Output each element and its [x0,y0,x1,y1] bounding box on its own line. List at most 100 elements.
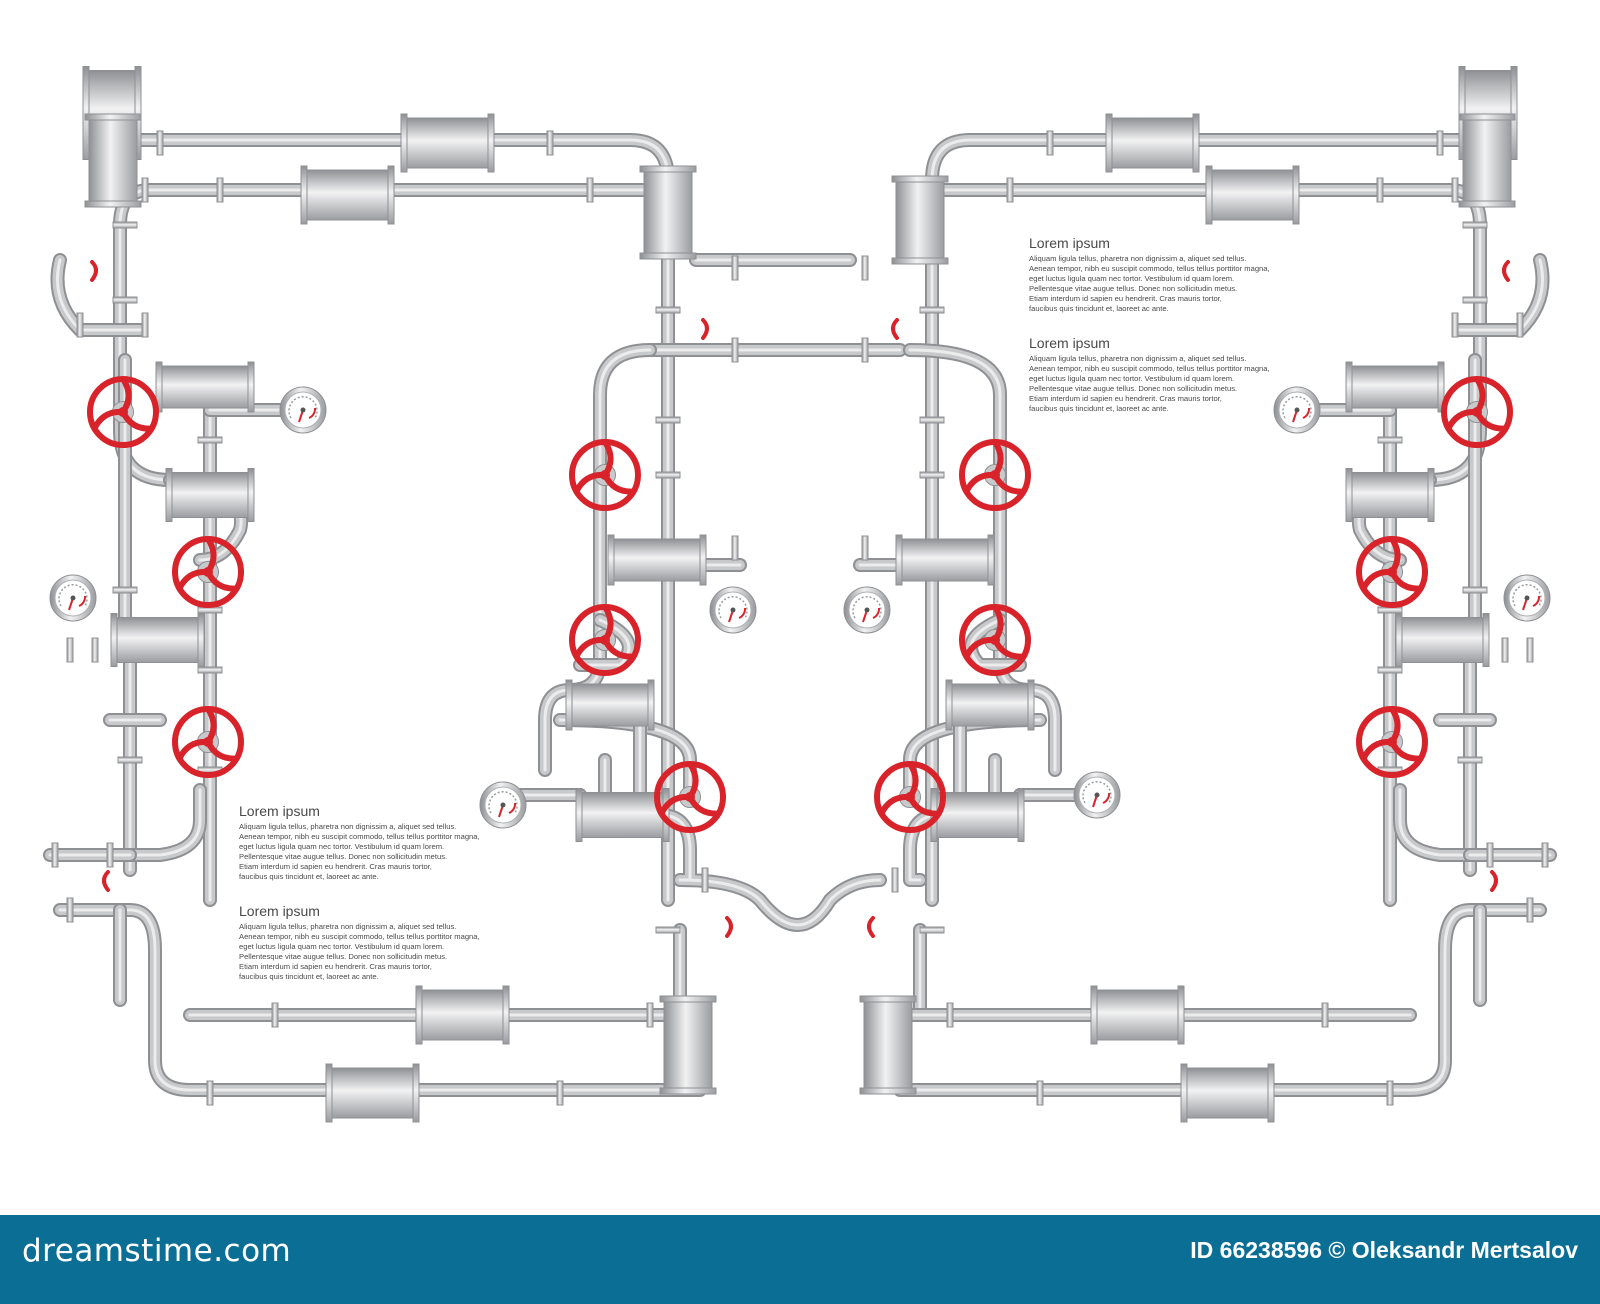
text-line: Etiam interdum id sapien eu hendrerit. C… [1029,394,1222,403]
pipe-segment [113,783,207,862]
pipe-flange [946,1002,954,1028]
valve-wheel [654,761,726,833]
pipe-flange [731,337,739,363]
pipe-flange [1462,586,1488,594]
pipe-flange [51,842,59,868]
site-logo[interactable]: dreamstime.com [22,1233,292,1269]
text-line: eget luctus ligula quam nec tortor. Vest… [239,942,445,951]
pipe-flange [66,637,74,663]
valve-group [87,260,1513,938]
valve-handle [1502,260,1510,282]
pipe-flange [1377,666,1403,674]
pipe-flange [76,312,84,338]
text-line: Etiam interdum id sapien eu hendrerit. C… [1029,294,1222,303]
text-block-bottom-left-1: Lorem ipsum Aliquam ligula tellus, phare… [239,803,499,882]
pipe-coupling [1105,113,1200,173]
pipe-flange [1451,177,1459,203]
valve-wheel [874,761,946,833]
pipe-coupling [1205,165,1300,225]
image-credit: ID 66238596 © Oleksandr Mertsalov [1190,1237,1578,1263]
pipe-coupling [400,113,495,173]
text-line: Etiam interdum id sapien eu hendrerit. C… [239,962,432,971]
pipe-flange [1462,296,1488,304]
pipe-flange [731,255,739,281]
valve-wheel [569,439,641,511]
pipe-coupling [325,1063,420,1123]
pipe-flange [655,926,681,934]
valve-handle [725,916,733,938]
pipe-flange [1541,842,1549,868]
text-line: faucibus quis tincidunt et, laoreet ac a… [1029,404,1169,413]
pipe-coupling [415,985,510,1045]
text-block-title: Lorem ipsum [239,803,320,819]
pipe-flange [1516,312,1524,338]
pressure-gauge-icon [709,586,757,634]
pipe-flange [1501,637,1509,663]
pipe-flange [112,221,138,229]
pipeline-illustration [43,66,1557,1123]
gauge-group [49,386,1551,829]
pressure-gauge-icon [1503,574,1551,622]
valve-handle [90,260,98,282]
pipe-fittings [51,66,1549,1123]
pipe-coupling [1345,468,1435,522]
pipe-flange [701,867,709,893]
valve-handle [891,318,899,340]
pipe-flange [112,296,138,304]
pipe-coupling [1180,1063,1275,1123]
pipe-flange [106,842,114,868]
valve-wheel [959,439,1031,511]
pipe-flange [1451,312,1459,338]
pipe-flange [117,756,143,764]
text-line: eget luctus ligula quam nec tortor. Vest… [239,842,445,851]
pipe-segment [964,613,1027,672]
pipe-flange [1486,842,1494,868]
text-line: faucibus quis tincidunt et, laoreet ac a… [1029,304,1169,313]
pressure-gauge-icon [279,386,327,434]
text-line: Pellentesque vitae augue tellus. Donec n… [239,852,448,861]
text-block-body: Aliquam ligula tellus, pharetra non dign… [239,922,499,982]
text-block-title: Lorem ipsum [1029,335,1110,351]
pipe-flange [891,867,899,893]
pipe-flange [1386,1080,1394,1106]
pipe-flange [919,471,945,479]
pipe-coupling [1345,361,1445,413]
valve-handle [701,318,709,340]
text-block-body: Aliquam ligula tellus, pharetra non dign… [1029,354,1289,414]
text-line: Aenean tempor, nibh eu suscipit commodo,… [239,832,480,841]
valve-wheel [172,536,244,608]
pipe-coupling [155,361,255,413]
valve-wheel [1441,376,1513,448]
text-line: Pellentesque vitae augue tellus. Donec n… [239,952,448,961]
pipe-coupling [575,788,670,842]
pressure-gauge-icon [479,781,527,829]
valve-wheel [959,604,1031,676]
pipe-flange [1006,177,1014,203]
pipe-coupling [300,165,395,225]
pipe-coupling [84,113,142,208]
pipe-flange [1376,177,1384,203]
footer-bar: dreamstime.com ID 66238596 © Oleksandr M… [0,1215,1600,1304]
text-line: Aliquam ligula tellus, pharetra non dign… [1029,254,1247,263]
pipe-coupling [1458,113,1516,208]
pipe-flange [197,666,223,674]
text-block-body: Aliquam ligula tellus, pharetra non dign… [1029,254,1289,314]
pipe-flange [206,1080,214,1106]
pressure-gauge-icon [843,586,891,634]
pipe-segment [1453,253,1550,337]
pipe-segment [538,343,657,777]
text-block-top-right-2: Lorem ipsum Aliquam ligula tellus, phare… [1029,335,1289,414]
text-line: Aliquam ligula tellus, pharetra non dign… [239,922,457,931]
pipe-coupling [1090,985,1185,1045]
valve-wheel [1356,706,1428,778]
pipe-flange [556,1080,564,1106]
text-line: eget luctus ligula quam nec tortor. Vest… [1029,374,1235,383]
pipe-flange [1377,436,1403,444]
text-line: eget luctus ligula quam nec tortor. Vest… [1029,274,1235,283]
pipe-coupling [659,995,717,1095]
pipe-coupling [565,679,655,731]
pressure-gauge-icon [1073,771,1121,819]
pipe-flange [1321,1002,1329,1028]
valve-wheel [87,376,159,448]
pressure-gauge-icon [1273,386,1321,434]
